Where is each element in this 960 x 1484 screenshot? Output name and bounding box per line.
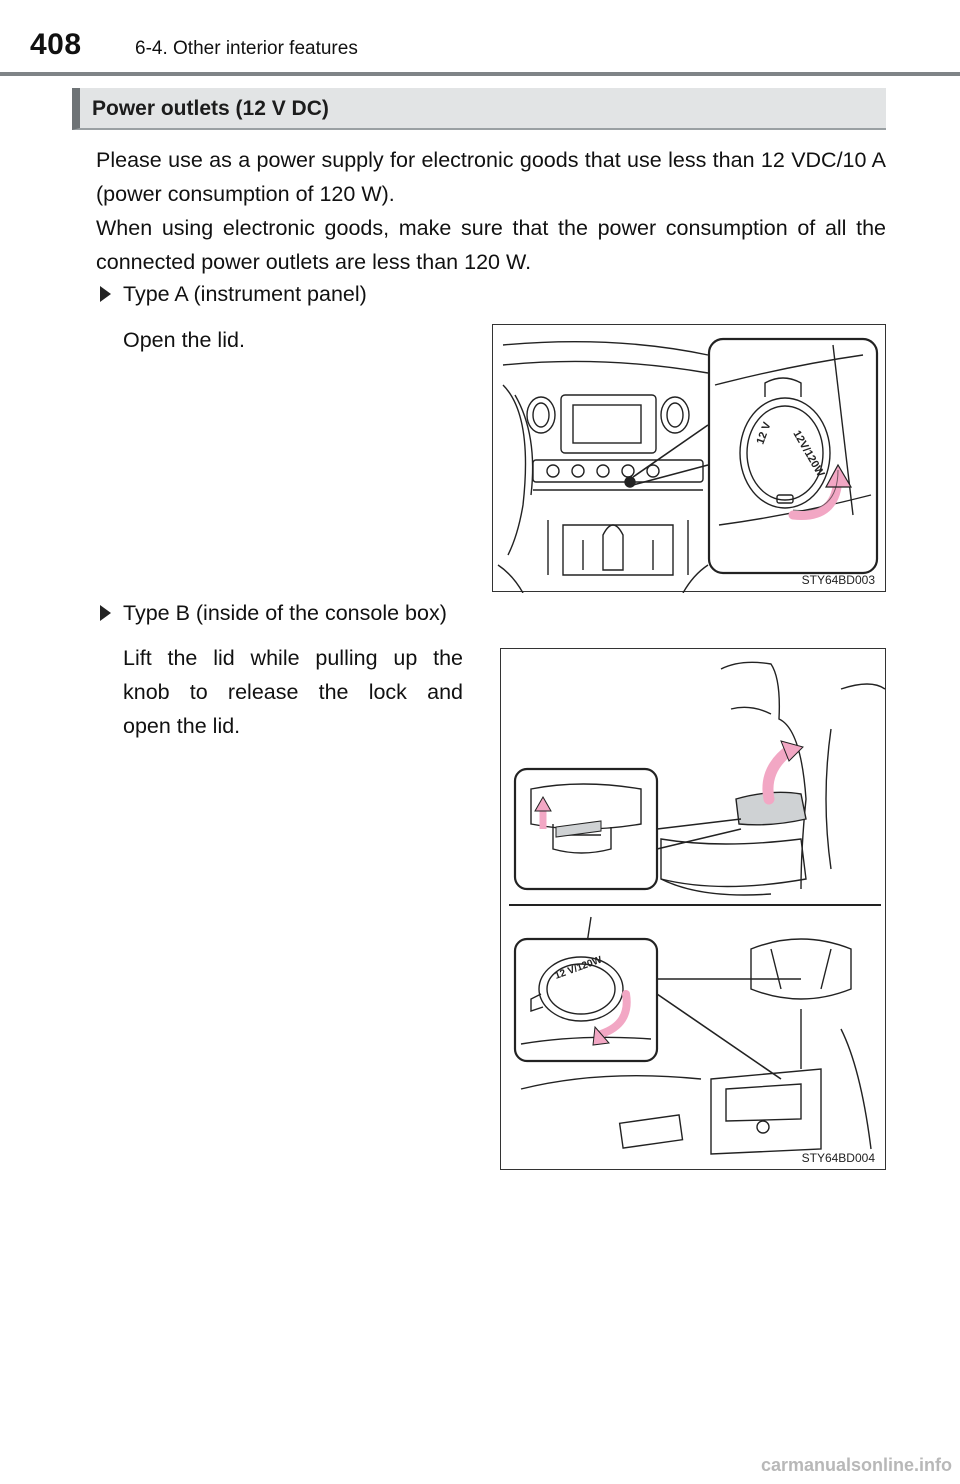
bullet-label: Type B (inside of the console box) bbox=[123, 601, 447, 625]
chapter-heading: 6-4. Other interior features bbox=[135, 38, 358, 59]
section-title-band: Power outlets (12 V DC) bbox=[72, 88, 886, 130]
type-b-instruction-line: open the lid. bbox=[123, 714, 241, 738]
bullet-triangle-icon bbox=[100, 286, 111, 302]
intro-paragraph-1: Please use as a power supply for electro… bbox=[96, 148, 886, 206]
type-a-instruction: Open the lid. bbox=[123, 328, 245, 352]
watermark: carmanualsonline.info bbox=[760, 1455, 952, 1475]
type-b-instruction-line: Lift the lid while pulling up the bbox=[123, 646, 463, 670]
figure-a-code: STY64BD003 bbox=[801, 573, 875, 587]
bullet-label: Type A (instrument panel) bbox=[123, 282, 367, 306]
figure-b-code: STY64BD004 bbox=[801, 1151, 875, 1165]
intro-paragraph-2: When using electronic goods, make sure t… bbox=[96, 216, 886, 274]
bullet-triangle-icon bbox=[100, 605, 111, 621]
header-rule bbox=[0, 72, 960, 76]
figure-type-b: 12 V/120W STY64BD004 bbox=[500, 648, 886, 1170]
type-b-instruction-line: knob to release the lock and bbox=[123, 680, 463, 704]
console-box-illustration: 12 V/120W bbox=[509, 661, 886, 1155]
section-title: Power outlets (12 V DC) bbox=[92, 97, 329, 120]
figure-type-a: 12 V 12V/120W STY64BD003 bbox=[492, 324, 886, 593]
instrument-panel-illustration: 12 V 12V/120W bbox=[497, 337, 879, 593]
page-number: 408 bbox=[30, 28, 82, 61]
type-b-instruction: Lift the lid while pulling up the knob t… bbox=[123, 641, 463, 743]
bullet-type-b: Type B (inside of the console box) bbox=[100, 601, 447, 626]
bullet-type-a: Type A (instrument panel) bbox=[100, 282, 367, 307]
